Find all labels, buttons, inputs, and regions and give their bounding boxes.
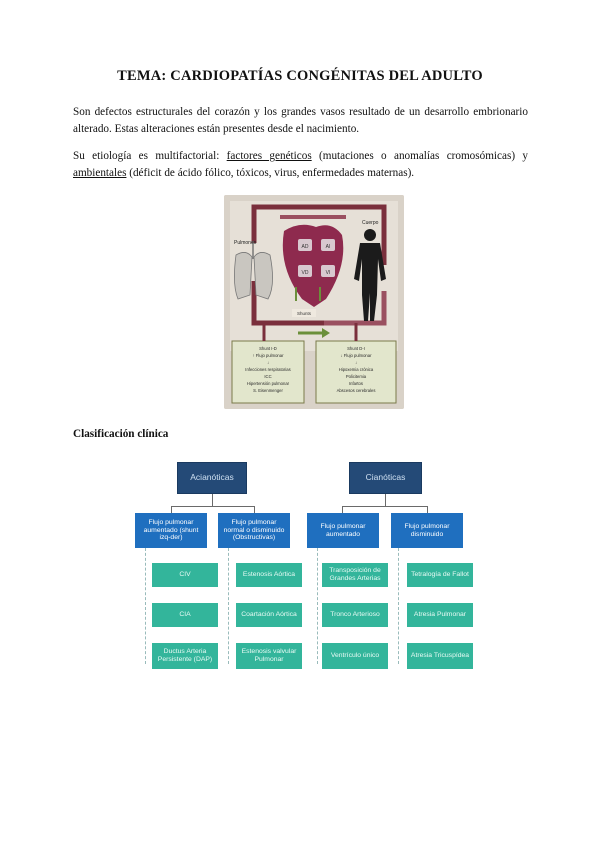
left-panel-line: Shunt I-D [259,346,277,351]
leaf-atresia-tricuspidea: Atresia Tricuspídea [407,643,473,669]
right-panel-line: Abscesos cerebrales [337,388,376,393]
left-panel-line: Infecciones respiratorias [245,367,290,372]
chamber-vi-label: VI [326,270,331,276]
leaf-estenosis-pulmonar: Estenosis valvular Pulmonar [236,643,302,669]
ciano-increased-flow-box: Flujo pulmonar aumentado [307,513,379,548]
intro-paragraph: Son defectos estructurales del corazón y… [73,106,528,135]
left-panel-line: S. Eisenmenger [253,388,283,393]
ciano-decreased-flow-box: Flujo pulmonar disminuido [391,513,463,548]
right-panel-line: Infartos [349,381,363,386]
page-title: TEMA: CARDIOPATÍAS CONGÉNITAS DEL ADULTO [117,68,483,84]
right-panel-line: Policitemia [346,374,367,379]
cianoticas-box: Cianóticas [349,462,422,494]
left-panel-line: ↑ Flujo pulmonar [253,353,285,358]
shunt-label: Shunts [297,311,312,316]
etiology-suffix: (déficit de ácido fólico, tóxicos, virus… [126,167,415,179]
environmental-factors-text: ambientales [73,167,127,179]
leaf-transposicion: Transposición de Grandes Arterias [322,563,388,587]
human-body-icon [354,229,386,321]
leaf-cia: CIA [152,603,218,627]
chamber-vd-label: VD [302,270,309,276]
leaf-tronco-arterioso: Tronco Arterioso [322,603,388,627]
left-panel-line: Hipertensión pulmonar [247,381,290,386]
right-panel-line: ↓ [355,360,357,365]
right-panel-line: ↓ Flujo pulmonar [341,353,373,358]
etiology-paragraph: Su etiología es multifactorial: factores… [73,148,528,182]
aciano-increased-flow-box: Flujo pulmonar aumentado (shunt izq-der) [135,513,207,548]
body-label: Cuerpo [362,220,379,226]
left-panel-line: ↓ [267,360,269,365]
chamber-ad-label: AD [302,244,309,250]
right-panel-line: Shunt D-I [347,346,365,351]
leaf-dap: Ductus Arteria Persistente (DAP) [152,643,218,669]
left-panel-line: ICC [264,374,271,379]
genetic-factors-text: factores genéticos [226,150,312,162]
leaf-civ: CIV [152,563,218,587]
lungs-label: Pulmones [234,240,257,246]
chamber-ai-label: AI [326,244,331,250]
leaf-atresia-pulmonar: Atresia Pulmonar [407,603,473,627]
leaf-ventriculo-unico: Ventrículo único [322,643,388,669]
leaf-tetralogia-fallot: Tetralogía de Fallot [407,563,473,587]
acianoticas-box: Acianóticas [177,462,247,494]
leaf-coartacion-aortica: Coartación Aórtica [236,603,302,627]
circulation-figure: Pulmones Cuerpo AD AI VD VI Shunts Shunt… [224,195,404,409]
etiology-prefix: Su etiología es multifactorial: [73,150,227,162]
right-panel-line: Hipoxemia crónica [339,367,374,372]
section-heading: Clasificación clínica [73,428,169,440]
leaf-estenosis-aortica: Estenosis Aórtica [236,563,302,587]
aciano-obstructive-box: Flujo pulmonar normal o disminuido (Obst… [218,513,290,548]
heart-icon [282,224,344,307]
lungs-icon [234,241,273,300]
etiology-middle: (mutaciones o anomalías cromosómicas) y [311,150,528,162]
